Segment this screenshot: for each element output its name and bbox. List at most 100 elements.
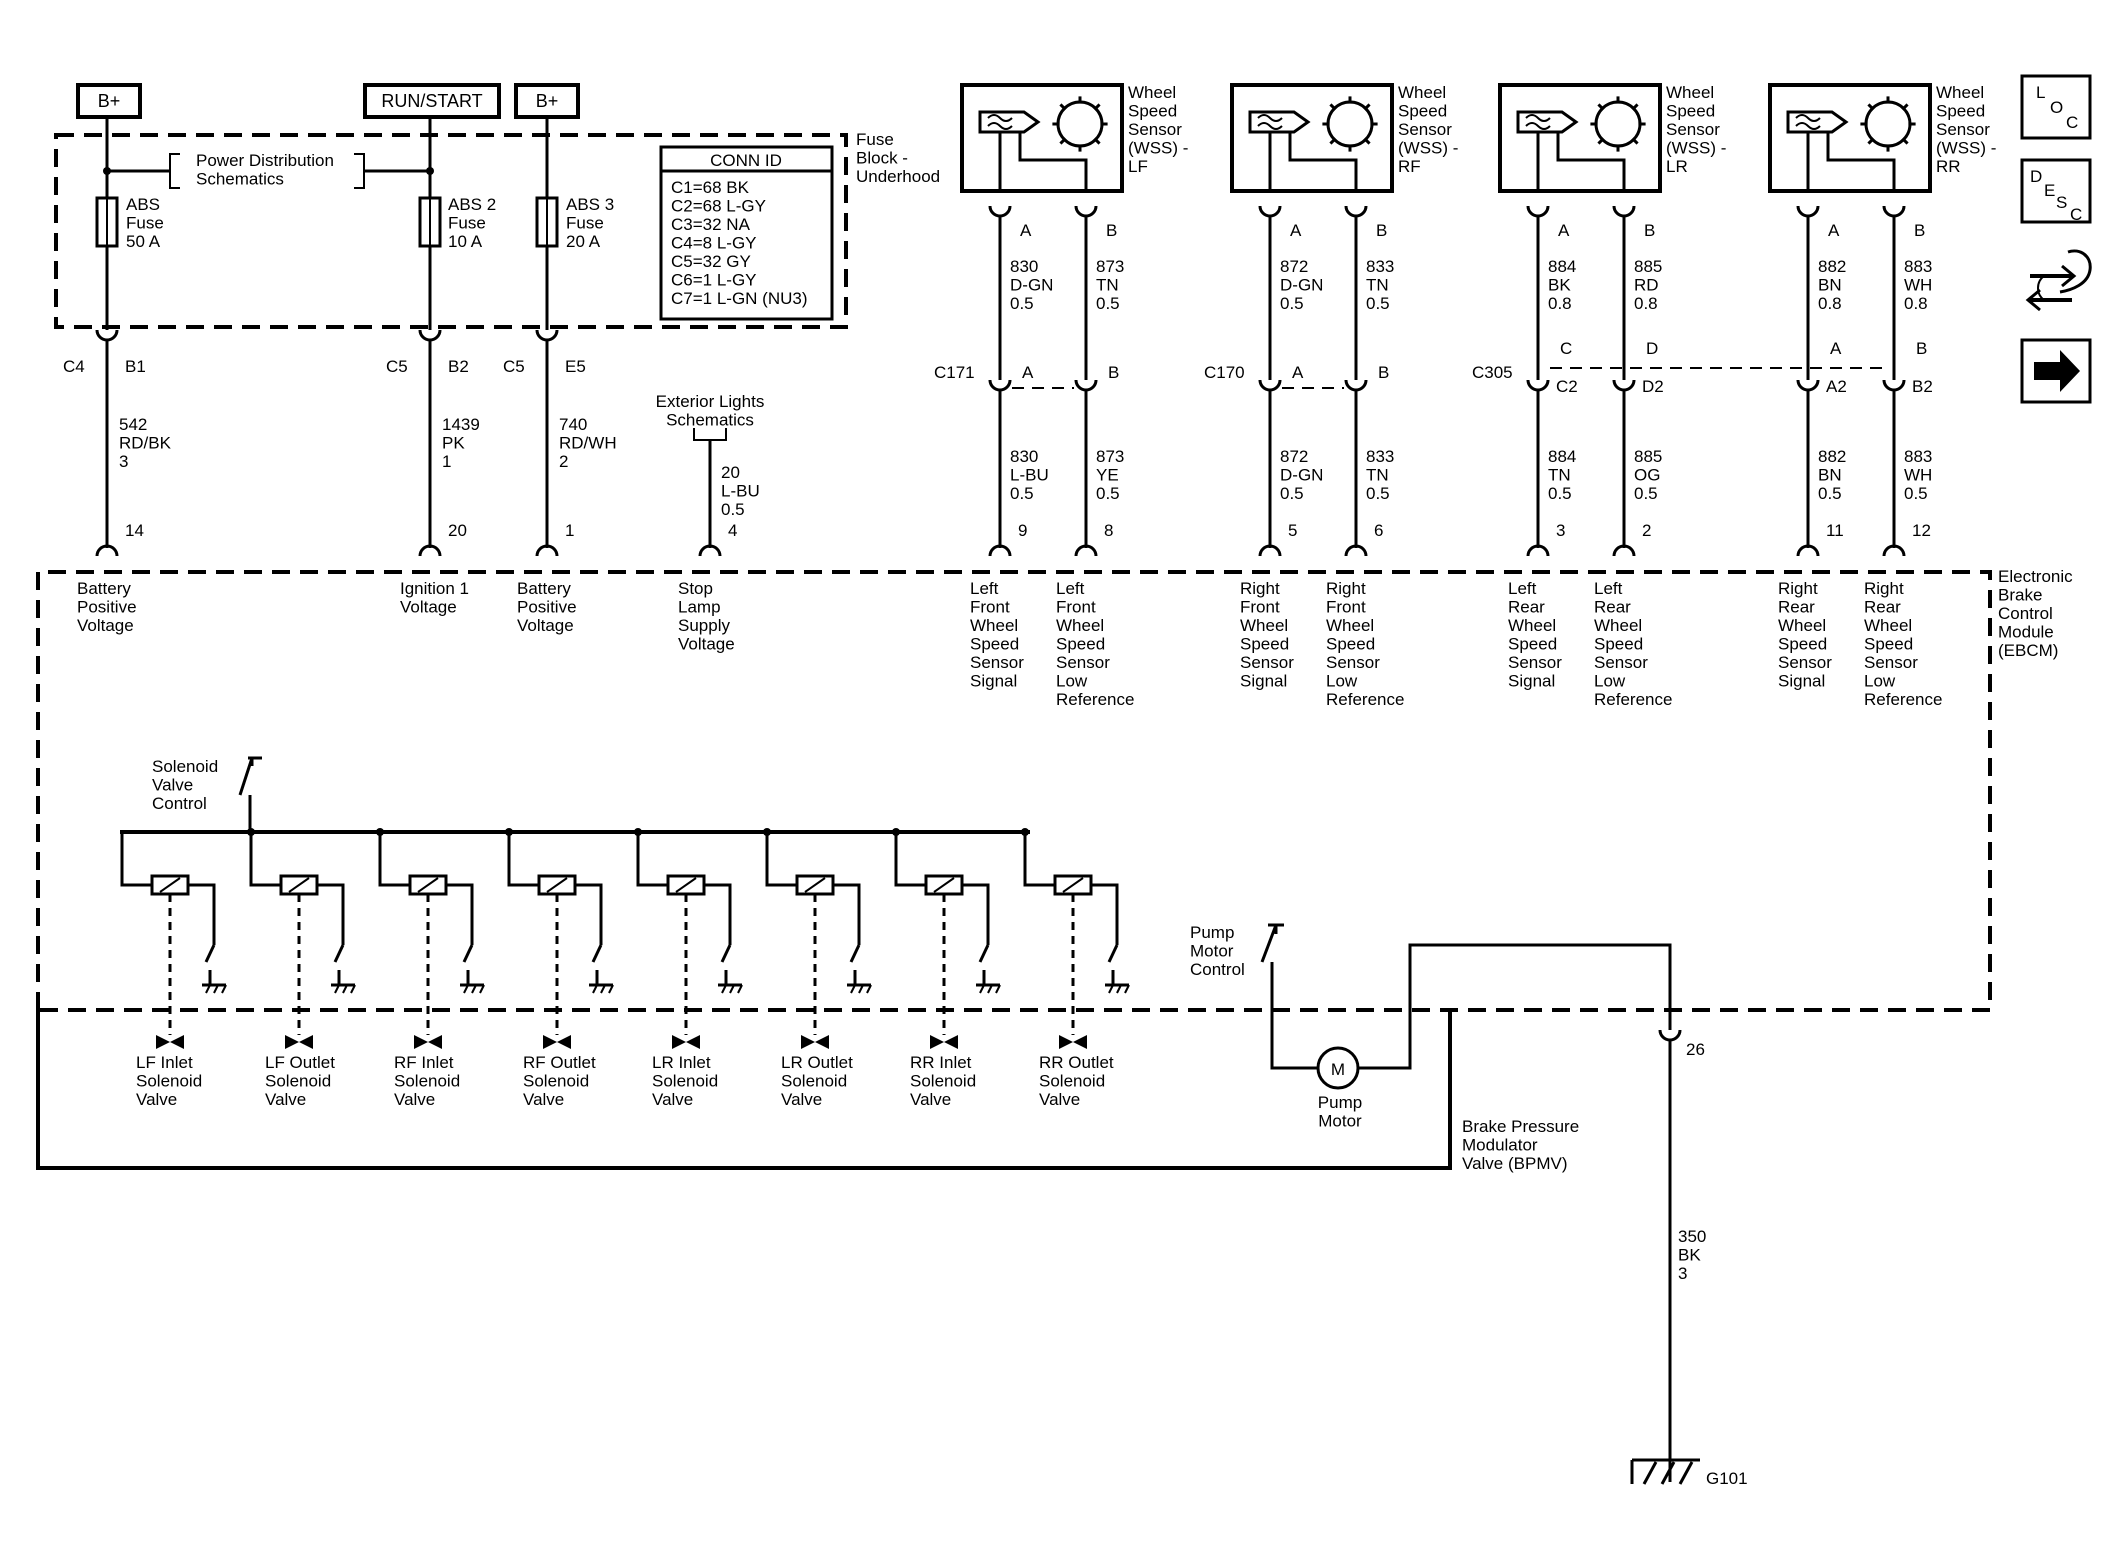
ground-ebcm-terminal xyxy=(1658,1029,1682,1042)
ebcm-terminal xyxy=(95,544,119,557)
pump-control-switch xyxy=(1260,923,1318,1070)
inline-pin-upper: B xyxy=(1916,339,1927,358)
solenoid-valve-circuit xyxy=(505,828,614,1049)
sensor-pin-b: B xyxy=(1376,221,1387,240)
conn-id-table: CONN ID xyxy=(659,145,834,321)
ebcm-pin-number: 4 xyxy=(728,521,737,540)
inline-connector-terminal xyxy=(988,379,1012,392)
solenoid-valve-circuit xyxy=(892,828,1001,1049)
pump-motor-wire xyxy=(1358,943,1672,1070)
inline-pin-upper: A xyxy=(1830,339,1842,358)
sensor-pin-terminal xyxy=(1612,205,1636,218)
sensor-pin-terminal xyxy=(1344,205,1368,218)
swap-arrows-icon[interactable] xyxy=(2025,249,2092,312)
supply-connector-pin: B1 xyxy=(125,357,146,376)
solenoid-valve-circuit xyxy=(376,828,485,1049)
svg-text:RUN/START: RUN/START xyxy=(381,91,482,111)
ebcm-terminal xyxy=(1258,544,1282,557)
supply-connector-pin: E5 xyxy=(565,357,586,376)
inline-pin-lower: C2 xyxy=(1556,377,1578,396)
inline-pin-lower: D2 xyxy=(1642,377,1664,396)
svg-text:M: M xyxy=(1331,1060,1345,1079)
supply-connector-id: C4 xyxy=(63,357,85,376)
ebcm-pin-number: 9 xyxy=(1018,521,1027,540)
inline-pin-upper: D xyxy=(1646,339,1658,358)
sensor-pin-terminal xyxy=(1882,205,1906,218)
desc-icon[interactable]: D E S C xyxy=(2020,158,2092,224)
supply-connector-terminal xyxy=(418,329,442,342)
svg-text:D: D xyxy=(2030,167,2042,186)
next-arrow-icon[interactable] xyxy=(2020,338,2092,404)
power-source-b-plus-2: B+ xyxy=(514,83,580,119)
solenoid-valve-circuit xyxy=(247,828,356,1049)
ebcm-pin-number: 8 xyxy=(1104,521,1113,540)
svg-text:O: O xyxy=(2050,98,2063,117)
ebcm-terminal xyxy=(988,544,1012,557)
ebcm-terminal xyxy=(1882,544,1906,557)
sensor-pin-b: B xyxy=(1644,221,1655,240)
sensor-pin-terminal xyxy=(1526,205,1550,218)
svg-text:CONN ID: CONN ID xyxy=(710,151,782,170)
inline-connector-terminal xyxy=(1612,379,1636,392)
inline-pin-upper: C xyxy=(1560,339,1572,358)
sensor-pin-a: A xyxy=(1290,221,1302,240)
ebcm-pin-number: 5 xyxy=(1288,521,1297,540)
fuse-block-boundary xyxy=(54,133,848,329)
loc-icon[interactable]: L O C xyxy=(2020,74,2092,140)
inline-connector-id: C171 xyxy=(934,363,975,382)
sensor-pin-terminal xyxy=(1258,205,1282,218)
ebcm-pin-number: 14 xyxy=(125,521,144,540)
stop-lamp-source-bracket xyxy=(693,428,727,441)
ebcm-terminal xyxy=(1612,544,1636,557)
power-source-run-start: RUN/START xyxy=(363,83,501,119)
inline-pin: B xyxy=(1108,363,1119,382)
solenoid-valve-circuit xyxy=(120,832,227,1049)
ebcm-pin-number: 11 xyxy=(1826,521,1844,540)
inline-connector-terminal xyxy=(1882,379,1906,392)
bpmv-boundary xyxy=(36,1010,1452,1170)
ebcm-terminal xyxy=(1074,544,1098,557)
ebcm-terminal xyxy=(418,544,442,557)
svg-text:B+: B+ xyxy=(536,91,559,111)
power-source-b-plus-1: B+ xyxy=(76,83,142,119)
solenoid-valve-circuit xyxy=(634,828,743,1049)
sensor-pin-a: A xyxy=(1558,221,1570,240)
svg-text:B+: B+ xyxy=(98,91,121,111)
solenoid-valve-circuit xyxy=(763,828,872,1049)
sensor-pin-b: B xyxy=(1106,221,1117,240)
inline-pin-lower: A2 xyxy=(1826,377,1847,396)
supply-connector-terminal xyxy=(95,329,119,342)
